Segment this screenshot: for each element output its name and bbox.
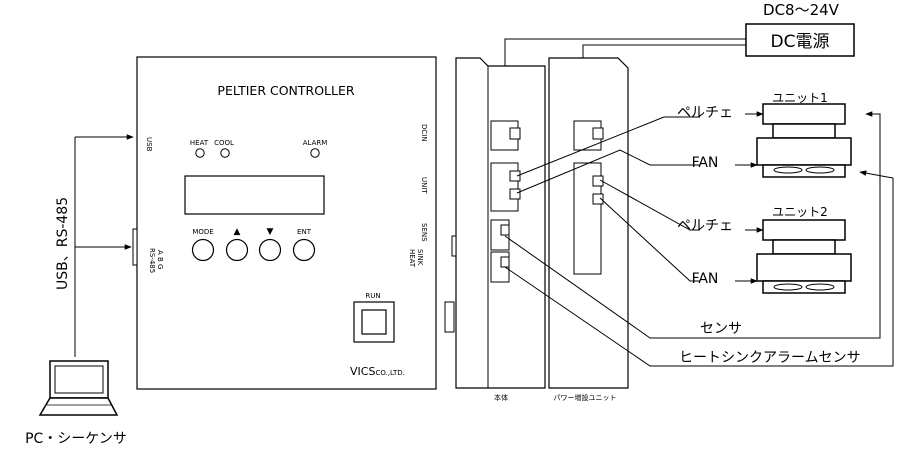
host-interface-label: USB、RS-485 [55,197,71,290]
unit2-peltier-module [762,219,846,255]
ent-button[interactable] [292,238,316,262]
maker-suffix: CO.,LTD. [375,369,404,377]
dcin-port-label: DCIN [420,124,428,142]
heat-port-label: HEAT [408,249,416,268]
up-button[interactable] [225,238,249,262]
rs485-port-label: RS-485 [148,248,156,273]
main-body-side-tab [451,235,457,257]
alarm-led-label: ALARM [303,139,328,147]
unit1-fan-heatsink [756,137,852,178]
run-switch-label: RUN [365,292,380,300]
unit2-peltier-wire [599,179,700,231]
cool-led [220,148,230,158]
maker-logo: VICSCO.,LTD. [350,365,405,378]
unit2-fan-heatsink [756,253,852,294]
expansion-unit-label: パワー増設ユニット [554,393,617,402]
main-body-label: 本体 [494,393,508,402]
unit1-peltier-module [762,103,846,139]
unit1-fan-label: FAN [692,155,719,171]
usb-port-label: USB [145,137,153,152]
host-name-label: PC・シーケンサ [25,431,127,447]
heat-led-label: HEAT [190,139,209,147]
unit2-fan-wire [599,197,700,282]
unit-port-label: UNIT [420,177,428,194]
up-button-label: ▲ [234,227,241,237]
maker-name: VICS [350,365,375,378]
ent-button-label: ENT [297,228,312,236]
mode-button-label: MODE [192,228,213,236]
sensor-wire [504,111,881,339]
alarm-led [310,148,320,158]
unit1-peltier-wire [516,116,700,177]
rs485-connector [132,228,138,266]
down-button[interactable] [258,238,282,262]
voltage-label: DC8～24V [763,1,840,19]
heatsink-alarm-sensor-label: ヒートシンクアラームセンサ [679,350,861,366]
sens-port-label: SENS [420,223,428,242]
mode-button[interactable] [191,238,215,262]
unit1-fan-wire [516,149,700,194]
exp-unit-connector [573,162,602,275]
run-switch-button[interactable] [361,309,387,335]
dc-power-label: DC電源 [771,32,830,52]
side-mount-clip [444,301,455,333]
unit1-name-label: ユニット1 [772,91,828,105]
down-button-label: ▼ [267,227,274,237]
controller-title: PELTIER CONTROLLER [217,83,354,98]
sensor-label: センサ [700,321,742,337]
dc-power-box [745,23,855,57]
lcd-display [184,175,325,215]
cool-led-label: COOL [214,139,234,147]
rs485-pins-label: A B G [156,250,164,269]
heat-led [195,148,205,158]
unit2-name-label: ユニット2 [772,205,828,219]
unit1-peltier-label: ペルチェ [677,105,733,121]
unit2-peltier-label: ペルチェ [677,218,733,234]
sink-port-label: SINK [416,249,424,266]
heatsink-sensor-wire [504,170,894,367]
main-unit-connector [490,162,519,212]
laptop-icon [38,360,119,416]
unit2-fan-label: FAN [692,271,719,287]
